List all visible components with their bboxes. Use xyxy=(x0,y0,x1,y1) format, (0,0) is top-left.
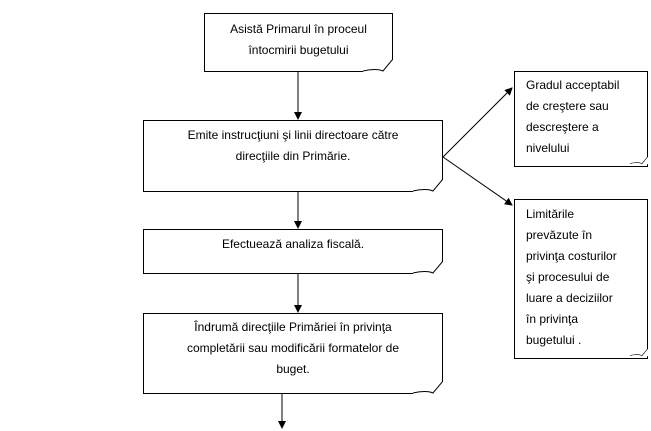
step-text-2: Emite instrucţiuni şi linii directoare c… xyxy=(187,128,399,163)
page-fold-icon xyxy=(413,260,443,274)
step-text-3: Efectuează analiza fiscală. xyxy=(221,237,365,251)
step-text-4: Îndrumă direcţiile Primăriei în privinţa… xyxy=(186,320,400,376)
page-fold-icon xyxy=(630,156,648,165)
page-fold-icon xyxy=(363,58,393,72)
step-box-1: Asistă Primarul în proceul întocmirii bu… xyxy=(204,13,393,72)
step-box-4: Îndrumă direcţiile Primăriei în privinţa… xyxy=(143,313,443,394)
step-box-2: Emite instrucţiuni şi linii directoare c… xyxy=(143,120,443,192)
side-note-1: Gradul acceptabil de creştere sau descre… xyxy=(514,71,648,167)
page-fold-icon xyxy=(413,178,443,192)
side-note-text-1: Gradul acceptabil de creştere sau descre… xyxy=(526,78,620,155)
side-note-2: Limitările prevăzute în privinţa costuri… xyxy=(514,199,648,359)
arrow-n2-s1 xyxy=(442,87,513,158)
arrow-n2-s2 xyxy=(442,156,513,206)
side-note-text-2: Limitările prevăzute în privinţa costuri… xyxy=(526,207,617,347)
step-box-3: Efectuează analiza fiscală. xyxy=(143,229,443,274)
page-fold-icon xyxy=(413,380,443,394)
step-text-1: Asistă Primarul în proceul întocmirii bu… xyxy=(230,22,367,57)
page-fold-icon xyxy=(630,348,648,357)
